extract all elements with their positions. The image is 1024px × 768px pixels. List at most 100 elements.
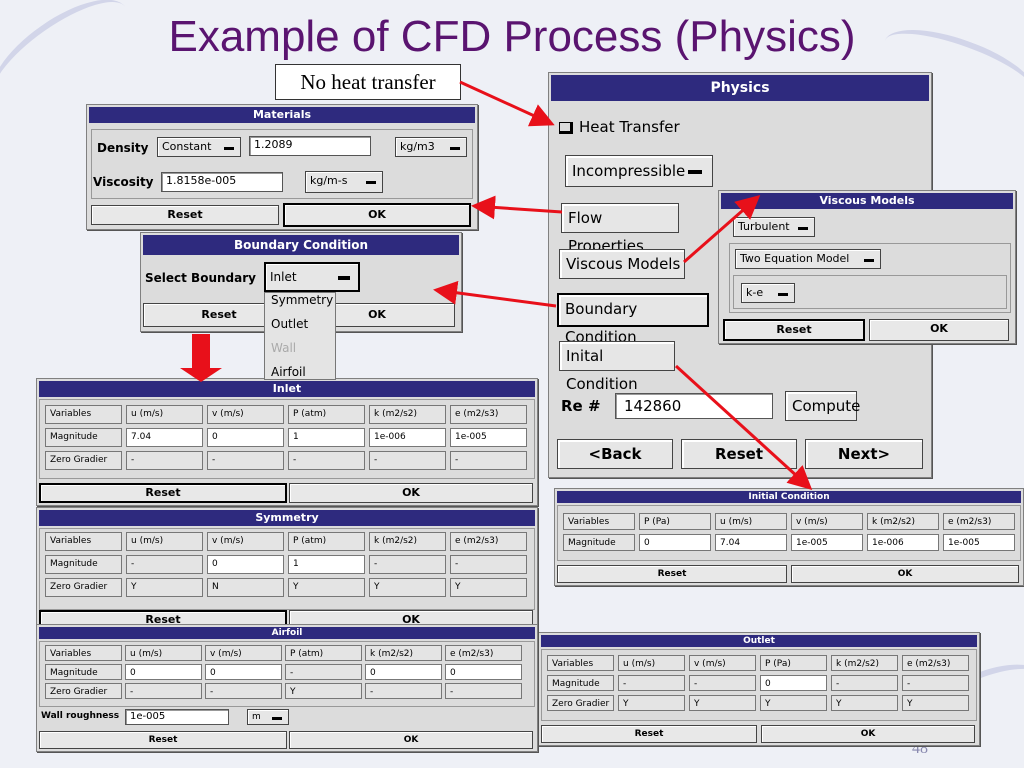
table-cell[interactable]: Y bbox=[831, 695, 898, 711]
density-label: Density bbox=[97, 141, 149, 155]
table-cell[interactable]: 1e-006 bbox=[369, 428, 446, 447]
wall-roughness-unit-select[interactable]: m bbox=[247, 709, 289, 725]
density-mode-select[interactable]: Constant bbox=[157, 137, 241, 157]
materials-dialog: Materials Density Constant 1.2089 kg/m3 … bbox=[86, 104, 478, 230]
table-cell[interactable]: 1 bbox=[288, 428, 365, 447]
two-equation-value: Two Equation Model bbox=[740, 252, 850, 265]
table-cell[interactable]: - bbox=[207, 451, 284, 470]
next-button[interactable]: Next> bbox=[805, 439, 923, 469]
table-cell[interactable]: 0 bbox=[207, 555, 284, 574]
table-cell[interactable]: Y bbox=[285, 683, 362, 699]
physics-reset-button[interactable]: Reset bbox=[681, 439, 797, 469]
table-cell[interactable]: - bbox=[902, 675, 969, 691]
table-cell[interactable]: Y bbox=[689, 695, 756, 711]
table-cell: u (m/s) bbox=[126, 532, 203, 551]
boundary-condition-button[interactable]: Boundary Condition bbox=[557, 293, 709, 346]
table-cell[interactable]: - bbox=[285, 664, 362, 680]
boundary-option[interactable]: Outlet bbox=[271, 317, 309, 331]
row-header: Zero Gradier bbox=[547, 695, 614, 711]
table-cell[interactable]: 0 bbox=[760, 675, 827, 691]
materials-ok-button[interactable]: OK bbox=[283, 203, 471, 227]
boundary-option[interactable]: Airfoil bbox=[271, 365, 306, 379]
flow-type-value: Incompressible bbox=[572, 162, 686, 180]
table-cell[interactable]: 1e-005 bbox=[943, 534, 1015, 551]
viscosity-unit-select[interactable]: kg/m-s bbox=[305, 171, 383, 193]
table-cell[interactable]: Y bbox=[618, 695, 685, 711]
table-cell[interactable]: 1e-006 bbox=[867, 534, 939, 551]
table-cell[interactable]: - bbox=[369, 451, 446, 470]
boundary-select[interactable]: Inlet bbox=[264, 262, 360, 292]
inlet-ok-button[interactable]: OK bbox=[289, 483, 533, 503]
table-cell[interactable]: Y bbox=[450, 578, 527, 597]
table-cell[interactable]: 7.04 bbox=[126, 428, 203, 447]
row-header: Variables bbox=[563, 513, 635, 530]
outlet-ok-button[interactable]: OK bbox=[761, 725, 975, 743]
initial-ok-button[interactable]: OK bbox=[791, 565, 1019, 583]
table-cell[interactable]: - bbox=[205, 683, 282, 699]
table-cell[interactable]: 0 bbox=[205, 664, 282, 680]
table-cell[interactable]: 1 bbox=[288, 555, 365, 574]
viscous-ok-button[interactable]: OK bbox=[869, 319, 1009, 341]
table-cell[interactable]: - bbox=[365, 683, 442, 699]
table-cell: v (m/s) bbox=[689, 655, 756, 671]
re-input[interactable]: 142860 bbox=[615, 393, 773, 419]
table-cell: k (m2/s2) bbox=[831, 655, 898, 671]
outlet-reset-button[interactable]: Reset bbox=[541, 725, 757, 743]
table-cell[interactable]: - bbox=[831, 675, 898, 691]
table-cell[interactable]: - bbox=[450, 451, 527, 470]
table-cell[interactable]: - bbox=[689, 675, 756, 691]
airfoil-reset-button[interactable]: Reset bbox=[39, 731, 287, 749]
table-cell[interactable]: - bbox=[126, 555, 203, 574]
wall-roughness-input[interactable]: 1e-005 bbox=[125, 709, 229, 725]
table-cell[interactable]: Y bbox=[126, 578, 203, 597]
heat-transfer-toggle[interactable]: Heat Transfer bbox=[559, 115, 680, 139]
row-header: Magnitude bbox=[45, 428, 122, 447]
two-equation-select[interactable]: Two Equation Model bbox=[735, 249, 881, 269]
inlet-grid-frame bbox=[39, 399, 535, 479]
back-button[interactable]: <Back bbox=[557, 439, 673, 469]
boundary-option[interactable]: Symmetry bbox=[271, 293, 334, 307]
table-cell[interactable]: 1e-005 bbox=[791, 534, 863, 551]
flow-type-select[interactable]: Incompressible bbox=[565, 155, 713, 187]
airfoil-ok-button[interactable]: OK bbox=[289, 731, 533, 749]
viscosity-input[interactable]: 1.8158e-005 bbox=[161, 172, 283, 192]
table-cell[interactable]: - bbox=[126, 451, 203, 470]
table-cell[interactable]: - bbox=[445, 683, 522, 699]
table-cell[interactable]: 0 bbox=[365, 664, 442, 680]
boundary-option[interactable]: Wall bbox=[271, 341, 297, 355]
table-cell[interactable]: - bbox=[618, 675, 685, 691]
table-cell: u (m/s) bbox=[126, 405, 203, 424]
initial-reset-button[interactable]: Reset bbox=[557, 565, 787, 583]
turbulence-select[interactable]: Turbulent bbox=[733, 217, 815, 237]
viscous-reset-button[interactable]: Reset bbox=[723, 319, 865, 341]
table-cell[interactable]: N bbox=[207, 578, 284, 597]
table-cell: e (m2/s3) bbox=[943, 513, 1015, 530]
table-cell[interactable]: 0 bbox=[125, 664, 202, 680]
table-cell[interactable]: 0 bbox=[639, 534, 711, 551]
table-cell[interactable]: Y bbox=[369, 578, 446, 597]
inlet-reset-button[interactable]: Reset bbox=[39, 483, 287, 503]
initial-condition-button[interactable]: Inital Condition bbox=[559, 341, 675, 393]
table-cell[interactable]: 0 bbox=[207, 428, 284, 447]
table-cell[interactable]: - bbox=[288, 451, 365, 470]
table-cell[interactable]: Y bbox=[288, 578, 365, 597]
table-cell[interactable]: - bbox=[369, 555, 446, 574]
materials-reset-button[interactable]: Reset bbox=[91, 205, 279, 225]
table-cell[interactable]: - bbox=[450, 555, 527, 574]
option-menu-icon bbox=[366, 181, 376, 184]
table-cell[interactable]: Y bbox=[760, 695, 827, 711]
compute-button[interactable]: Compute bbox=[785, 391, 860, 421]
table-cell[interactable]: 1e-005 bbox=[450, 428, 527, 447]
density-input[interactable]: 1.2089 bbox=[249, 136, 371, 156]
table-cell: k (m2/s2) bbox=[369, 405, 446, 424]
density-unit-select[interactable]: kg/m3 bbox=[395, 137, 467, 157]
table-cell[interactable]: 7.04 bbox=[715, 534, 787, 551]
k-model-select[interactable]: k-e bbox=[741, 283, 795, 303]
viscous-models-button[interactable]: Viscous Models bbox=[559, 249, 685, 279]
table-cell: v (m/s) bbox=[207, 405, 284, 424]
table-cell[interactable]: - bbox=[125, 683, 202, 699]
table-cell[interactable]: Y bbox=[902, 695, 969, 711]
table-cell[interactable]: 0 bbox=[445, 664, 522, 680]
viscous-title: Viscous Models bbox=[721, 193, 1013, 209]
